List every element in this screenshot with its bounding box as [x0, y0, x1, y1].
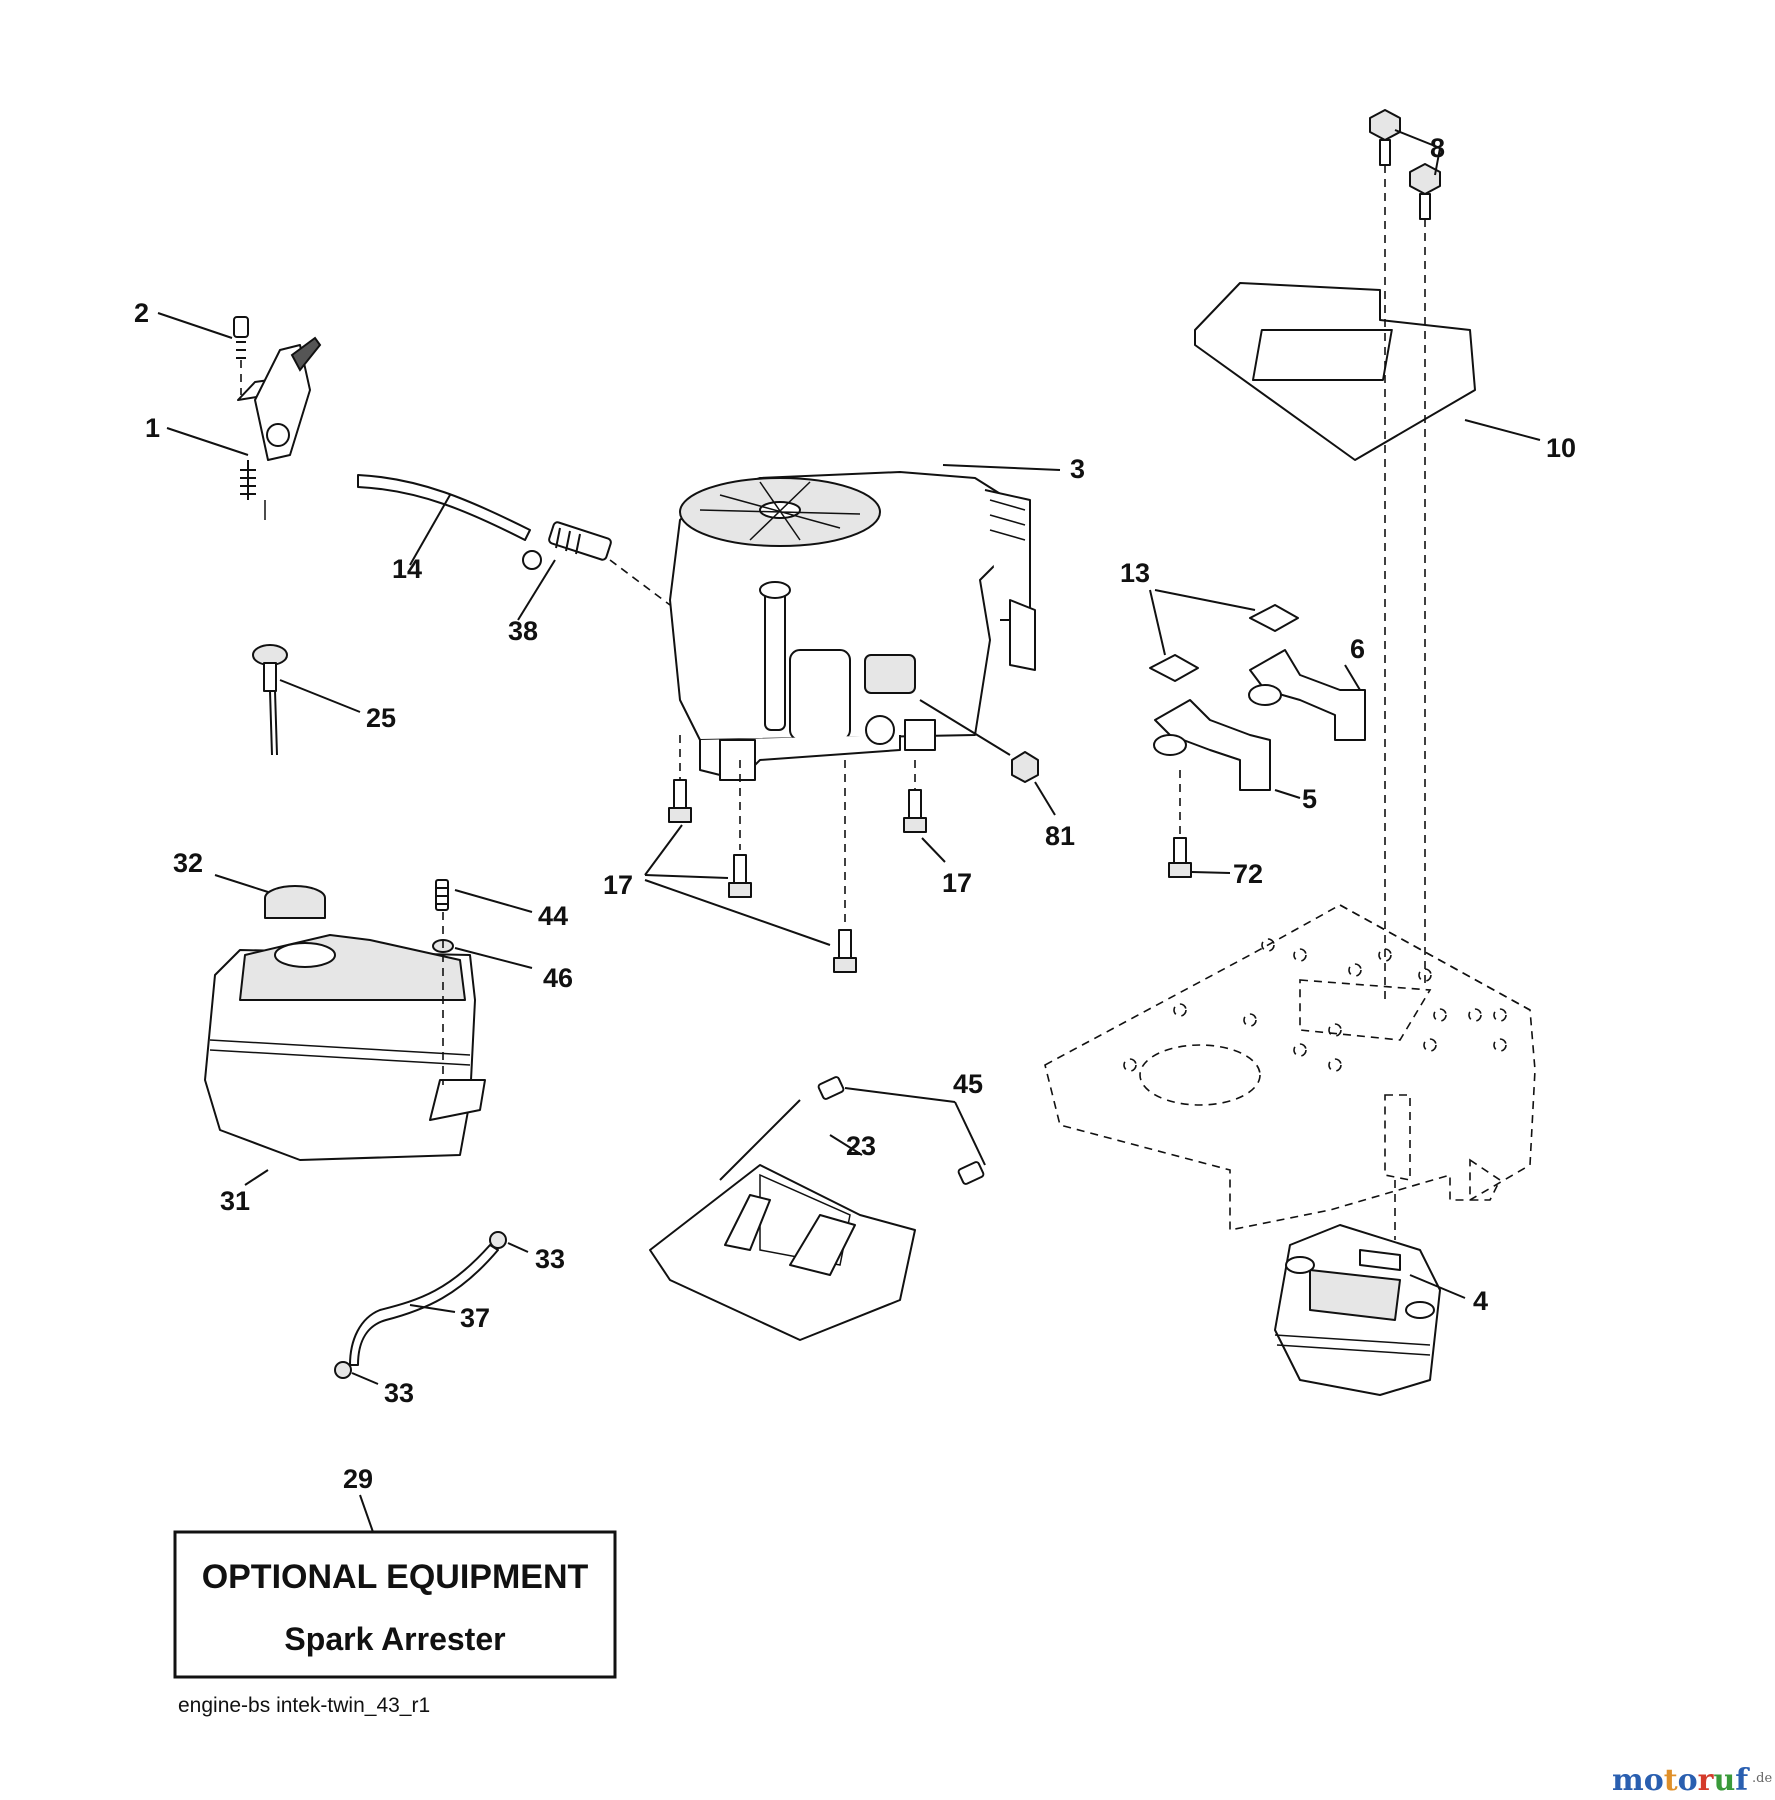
- callout-72: 72: [1233, 859, 1263, 889]
- watermark-suffix: .de: [1752, 1771, 1772, 1786]
- callout-6: 6: [1350, 634, 1365, 664]
- dipstick-part: [252, 644, 361, 756]
- fuel-hose-part: [334, 1231, 529, 1385]
- callout-25: 25: [366, 703, 396, 733]
- tank-screw-part: [432, 879, 533, 1085]
- shield-part: [649, 1076, 986, 1341]
- fuel-line-part: [357, 474, 671, 621]
- callout-44: 44: [538, 901, 568, 931]
- callout-17-left: 17: [603, 870, 633, 900]
- engine-part: [669, 464, 1061, 781]
- watermark-letter: f: [1735, 1763, 1750, 1798]
- callout-31: 31: [220, 1186, 250, 1216]
- muffler-part: [1274, 1224, 1466, 1396]
- callout-17-right: 17: [942, 868, 972, 898]
- watermark-letter: t: [1664, 1763, 1678, 1798]
- optional-equipment-title: OPTIONAL EQUIPMENT: [202, 1558, 589, 1596]
- frame-part: [1044, 904, 1536, 1240]
- watermark-letter: o: [1678, 1763, 1698, 1798]
- callout-29: 29: [343, 1464, 373, 1494]
- callout-1: 1: [145, 413, 160, 443]
- callout-33-bottom: 33: [384, 1378, 414, 1408]
- exhaust-part: [1149, 589, 1366, 878]
- callout-81: 81: [1045, 821, 1075, 851]
- callout-33-top: 33: [535, 1244, 565, 1274]
- callout-45: 45: [953, 1069, 983, 1099]
- watermark-letter: o: [1644, 1763, 1664, 1798]
- callout-14: 14: [392, 554, 422, 584]
- optional-equipment-subtitle: Spark Arrester: [284, 1621, 505, 1657]
- watermark-logo: motoruf .de: [1612, 1763, 1772, 1798]
- svg-text:motoruf: motoruf: [1612, 1763, 1750, 1798]
- callout-32: 32: [173, 848, 203, 878]
- heat-shield-part: [1194, 109, 1541, 1000]
- callout-37: 37: [460, 1303, 490, 1333]
- watermark-letter: m: [1612, 1763, 1644, 1798]
- callout-10: 10: [1546, 433, 1576, 463]
- nut-part: [1011, 751, 1056, 816]
- callout-8: 8: [1430, 133, 1445, 163]
- optional-equipment-box: OPTIONAL EQUIPMENT Spark Arrester: [173, 1530, 617, 1679]
- callout-23: 23: [846, 1131, 876, 1161]
- callout-2: 2: [134, 298, 149, 328]
- callout-4: 4: [1473, 1286, 1488, 1316]
- callout-13: 13: [1120, 558, 1150, 588]
- diagram-caption: engine-bs intek-twin_43_r1: [178, 1694, 430, 1717]
- callout-38: 38: [508, 616, 538, 646]
- fuel-tank-part: [204, 874, 486, 1186]
- callout-29-leader: [359, 1494, 374, 1533]
- callout-3: 3: [1070, 454, 1085, 484]
- callout-5: 5: [1302, 784, 1317, 814]
- callout-46: 46: [543, 963, 573, 993]
- throttle-control-part: [157, 312, 322, 520]
- engine-bolts-part: [644, 735, 946, 973]
- watermark-letter: u: [1713, 1763, 1735, 1798]
- watermark-letter: r: [1698, 1763, 1715, 1798]
